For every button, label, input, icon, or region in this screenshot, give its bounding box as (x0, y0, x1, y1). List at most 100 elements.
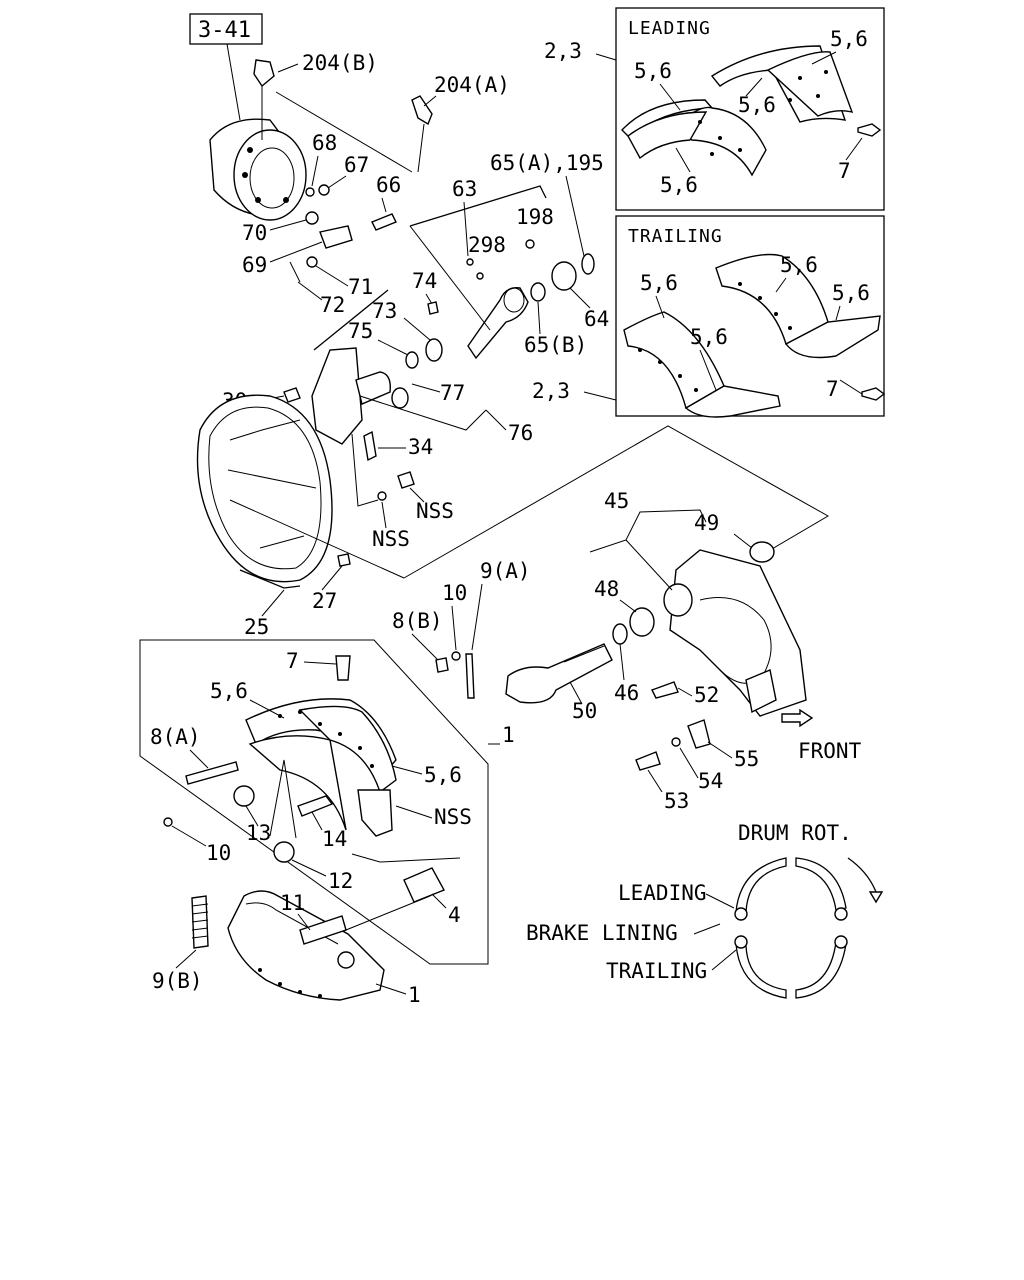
leading-lining-panel: LEADING 2,3 5,6 5,6 5,6 5,6 7 (544, 7, 885, 211)
leading-panel-title: LEADING (628, 18, 711, 39)
trailing-lining-left (623, 311, 725, 410)
leading-bolt (857, 123, 882, 137)
pin-14 (297, 795, 334, 817)
label-198: 198 (516, 205, 554, 229)
clip-27 (337, 553, 351, 567)
reference-box: 3-41 (189, 13, 263, 121)
label-69: 69 (242, 253, 267, 277)
label-5-6-shoe-b: 5,6 (424, 763, 462, 787)
grease-fitting (363, 430, 377, 462)
label-8a: 8(A) (150, 725, 201, 749)
trailing-bolt (861, 387, 886, 401)
label-204a: 204(A) (434, 73, 510, 97)
label-5-6-leading-a: 5,6 (634, 59, 672, 83)
trailing-lining-panel: TRAILING 5,6 5,6 5,6 5,6 2,3 7 (532, 215, 886, 418)
label-77: 77 (440, 381, 465, 405)
label-10-bottom: 10 (206, 841, 231, 865)
label-66: 66 (376, 173, 401, 197)
label-5-6-shoe-a: 5,6 (210, 679, 248, 703)
trailing-lining-right (715, 253, 829, 346)
label-74: 74 (412, 269, 437, 293)
label-75: 75 (348, 319, 373, 343)
shoe-hardware-top: 9(A) 10 8(B) (392, 559, 531, 699)
label-5-6-leading-b: 5,6 (830, 27, 868, 51)
label-front: FRONT (798, 739, 862, 763)
lining-shoe-b (298, 705, 397, 794)
label-53: 53 (664, 789, 689, 813)
bolt-7-shoe (335, 655, 351, 681)
mounting-hardware: 55 54 53 FRONT (635, 708, 862, 813)
label-trailing-legend: TRAILING (606, 959, 707, 983)
label-65b: 65(B) (524, 333, 587, 357)
label-13: 13 (246, 821, 271, 845)
label-10-top: 10 (442, 581, 467, 605)
bolt-66 (371, 213, 397, 231)
label-5-6-trailing-c: 5,6 (832, 281, 870, 305)
label-25: 25 (244, 615, 269, 639)
label-34: 34 (408, 435, 433, 459)
label-65a-195: 65(A),195 (490, 151, 604, 175)
label-leading-legend: LEADING (618, 881, 707, 905)
label-4: 4 (448, 903, 461, 927)
label-5-6-trailing-a: 5,6 (640, 271, 678, 295)
label-7-leading: 7 (838, 159, 851, 183)
shoe-assembly-frame (139, 639, 489, 965)
label-5-6-trailing-b: 5,6 (780, 253, 818, 277)
label-12: 12 (328, 869, 353, 893)
clevis (319, 225, 353, 249)
drum-rotation-legend: DRUM ROT. LEADING BRAKE LINING TRAILING (526, 821, 884, 999)
label-70: 70 (242, 221, 267, 245)
elbow-fitting-a (411, 95, 433, 126)
brake-shoe-upper: 7 5,6 5,6 NSS (210, 649, 472, 837)
label-nss-a: NSS (416, 499, 454, 523)
label-5-6-trailing-d: 5,6 (690, 325, 728, 349)
pin-8a (185, 761, 239, 785)
spring-9a (465, 653, 475, 699)
label-298: 298 (468, 233, 506, 257)
label-1-bottom: 1 (408, 983, 421, 1007)
label-9a: 9(A) (480, 559, 531, 583)
chamber-fasteners: 68 67 66 70 69 71 72 (242, 131, 401, 317)
chamber-bracket: 30 77 76 34 NSS NSS (222, 289, 533, 551)
label-brake-lining: BRAKE LINING (526, 921, 678, 945)
label-27: 27 (312, 589, 337, 613)
lining-shoe-a (248, 735, 347, 831)
label-64: 64 (584, 307, 609, 331)
trailing-panel-title: TRAILING (628, 226, 723, 247)
label-55: 55 (734, 747, 759, 771)
shoe-pins: 8(A) 13 14 10 12 (150, 725, 461, 893)
label-8b: 8(B) (392, 609, 443, 633)
assembly-link-line (403, 425, 830, 579)
label-2-3-top: 2,3 (544, 39, 582, 63)
reference-box-label: 3-41 (198, 18, 251, 43)
roller-12 (273, 841, 295, 863)
label-9b: 9(B) (152, 969, 203, 993)
plate-55 (687, 719, 711, 749)
slack-adjuster: 65(A),195 63 198 298 74 73 75 64 65(B) (348, 151, 609, 360)
label-46: 46 (614, 681, 639, 705)
label-52: 52 (694, 683, 719, 707)
label-204b: 204(B) (302, 51, 378, 75)
label-68: 68 (312, 131, 337, 155)
label-72: 72 (320, 293, 345, 317)
label-11: 11 (280, 891, 305, 915)
cotter-pin (289, 261, 301, 283)
label-71: 71 (348, 275, 373, 299)
shoe-roller-4: 4 (403, 867, 461, 927)
label-7-shoe: 7 (286, 649, 299, 673)
label-63: 63 (452, 177, 477, 201)
label-45: 45 (604, 489, 629, 513)
dust-shield: 27 25 (196, 394, 351, 639)
label-drum-rot: DRUM ROT. (738, 821, 852, 845)
spider-bracket: 45 49 48 46 52 (589, 489, 807, 717)
brake-shoe-lower: 11 1 (227, 890, 431, 1007)
label-67: 67 (344, 153, 369, 177)
front-arrow-icon (781, 708, 814, 728)
bushing-49 (749, 541, 775, 563)
spring-9b: 9(B) (152, 895, 209, 993)
brake-chamber: 204(B) 204(A) (209, 51, 510, 221)
label-nss-b: NSS (372, 527, 410, 551)
label-7-trailing: 7 (826, 377, 839, 401)
bolt-52 (651, 681, 679, 699)
